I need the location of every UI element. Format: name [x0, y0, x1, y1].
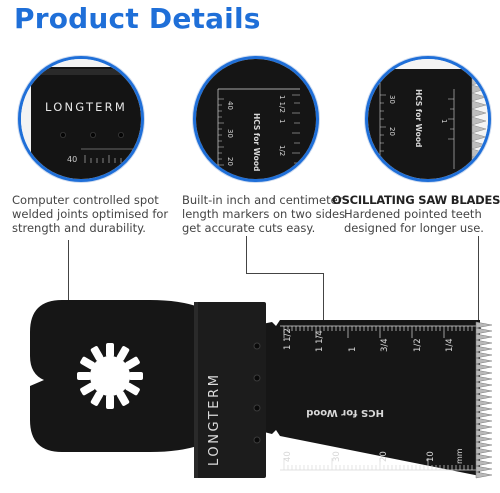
blade-hcs-label: HCS for Wood: [306, 407, 384, 418]
leader-line-welds: [68, 240, 69, 312]
zoom-circle-welds: LONGTERM 40: [18, 56, 144, 182]
blade-closeup-markers: 40 30 20 1 1/2 1 1/2 HCS for Wood: [196, 59, 316, 179]
leader-line-markers: [246, 236, 247, 274]
zoom-cm-30: 30: [388, 95, 396, 104]
zoom-circle-teeth: 30 20 1 HCS for Wood: [365, 56, 491, 182]
caption-heading: OSCILLATING SAW BLADES: [332, 193, 500, 207]
mounting-slot: [77, 372, 91, 380]
mounting-slot: [90, 391, 104, 406]
mounting-slot: [80, 356, 95, 370]
mounting-slot: [90, 346, 104, 361]
inch-mark-label: 1/4: [445, 338, 455, 352]
tooth-row: [475, 321, 493, 479]
inch-mark-label: 1 1/2: [283, 328, 293, 350]
zoom-number: 40: [67, 155, 77, 164]
caption-line: strength and durability.: [12, 221, 146, 235]
cm-mark-label: mm: [455, 448, 464, 464]
inch-mark-label: 3/4: [380, 338, 390, 352]
mounting-slot: [125, 356, 140, 370]
inch-mark-label: 1 1/4: [315, 330, 325, 352]
leader-line-markers: [323, 273, 324, 325]
mounting-slots: [77, 343, 143, 409]
mounting-slot: [80, 382, 95, 396]
cm-mark-label: 10: [426, 451, 436, 462]
leader-line-teeth: [478, 236, 479, 328]
caption-line: length markers on two sides: [182, 207, 346, 221]
cm-mark-label: 20: [379, 451, 389, 462]
zoom-in-1-1-2: 1 1/2: [278, 95, 286, 113]
tooth-row: [471, 68, 487, 179]
ruler-markings: [280, 325, 476, 471]
blade-brand-text: LONGTERM: [207, 372, 222, 466]
caption-welds: Computer controlled spot welded joints o…: [12, 193, 168, 235]
zoom-circle-markers: 40 30 20 1 1/2 1 1/2 HCS for Wood: [193, 56, 319, 182]
mounting-slot: [106, 395, 114, 409]
mounting-slot: [106, 343, 114, 357]
zoom-cm-30: 30: [226, 129, 234, 138]
zoom-in-1: 1: [278, 119, 286, 123]
blade-teeth: [475, 321, 493, 479]
blade-closeup-teeth: 30 20 1 HCS for Wood: [368, 59, 488, 179]
caption-line: Hardened pointed teeth: [344, 207, 482, 221]
spot-welds: [253, 342, 261, 444]
leader-line-markers: [246, 273, 324, 274]
mounting-slot: [125, 382, 140, 396]
page-title: Product Details: [14, 2, 261, 35]
caption-line: welded joints optimised for: [12, 207, 169, 221]
cm-mark-label: 30: [332, 451, 342, 462]
caption-line: Built-in inch and centimeter: [182, 193, 343, 207]
inch-mark-label: 1/2: [413, 338, 423, 352]
blade-collar-edge: [194, 302, 198, 478]
caption-markers: Built-in inch and centimeter length mark…: [182, 193, 345, 235]
cm-mark-label: 40: [283, 451, 293, 462]
caption-line: designed for longer use.: [344, 221, 484, 235]
caption-line: Computer controlled spot: [12, 193, 159, 207]
caption-line: get accurate cuts easy.: [182, 221, 316, 235]
zoom-hcs-label: HCS for Wood: [414, 89, 423, 147]
blade-collar: [196, 302, 266, 478]
zoom-teeth: [471, 68, 487, 179]
inch-mark-label: 1: [348, 347, 358, 352]
zoom-cm-40: 40: [226, 101, 234, 110]
mounting-hole: [76, 342, 144, 410]
caption-teeth: OSCILLATING SAW BLADES Hardened pointed …: [332, 193, 500, 235]
mounting-slot: [116, 391, 130, 406]
zoom-in-1: 1: [440, 119, 448, 123]
mounting-slot: [116, 346, 130, 361]
zoom-cm-20: 20: [388, 127, 396, 136]
mounting-slot: [129, 372, 143, 380]
zoom-in-1-2: 1/2: [278, 145, 286, 156]
zoom-brand-text: LONGTERM: [45, 100, 127, 114]
blade-closeup-welds: LONGTERM 40: [21, 59, 141, 179]
zoom-cm-20: 20: [226, 157, 234, 166]
zoom-hcs-label: HCS for Wood: [252, 113, 261, 171]
